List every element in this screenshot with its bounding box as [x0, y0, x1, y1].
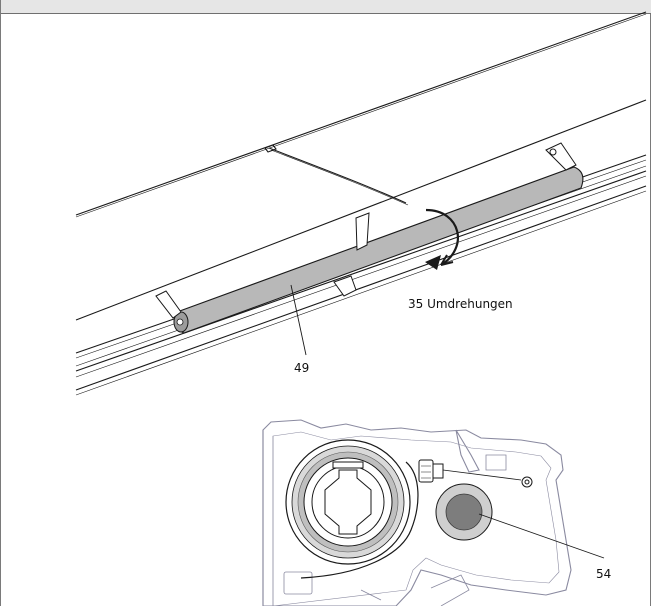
profile-outline — [262, 419, 572, 606]
spring-strip — [300, 461, 419, 579]
profile-inner — [272, 431, 560, 606]
lower-clip — [333, 275, 357, 297]
cover-panel-edge-2 — [270, 149, 409, 206]
cover-second-edge — [75, 13, 647, 218]
left-bracket — [155, 290, 182, 319]
drum-top-slot — [332, 461, 364, 469]
rotation-label: 35 Umdrehungen — [408, 297, 513, 311]
leader-line-49 — [290, 284, 307, 356]
roller-tube — [173, 166, 584, 334]
tube-brackets — [155, 142, 577, 319]
profile-slot — [283, 571, 313, 595]
rail-line-4 — [75, 170, 647, 372]
arrow-head — [425, 255, 441, 270]
bolt-assembly — [418, 459, 533, 488]
side-profile-section — [262, 419, 572, 606]
cover-upper-edge — [75, 11, 647, 216]
profile-hook — [455, 429, 480, 473]
profile-detail-1 — [430, 574, 470, 606]
housing-front-line — [75, 99, 647, 321]
spring-drum — [285, 439, 411, 565]
center-bracket — [355, 212, 370, 251]
leader-line-54 — [478, 513, 605, 559]
profile-detail-2 — [360, 589, 382, 601]
spool-part-54 — [435, 483, 493, 541]
rotation-arrow — [425, 208, 459, 266]
cassette-top-view — [75, 11, 647, 396]
part-label-54: 54 — [596, 567, 611, 581]
rail-line-5 — [75, 175, 647, 378]
top-bar — [1, 0, 651, 14]
rail-line-7 — [75, 190, 647, 396]
part-label-49: 49 — [294, 361, 309, 375]
profile-channel — [485, 454, 507, 471]
cover-clip — [264, 144, 277, 153]
rail-line-6 — [75, 185, 647, 391]
cover-panel-edge — [268, 147, 407, 204]
drum-core-key — [324, 469, 372, 535]
right-bracket — [545, 142, 577, 171]
